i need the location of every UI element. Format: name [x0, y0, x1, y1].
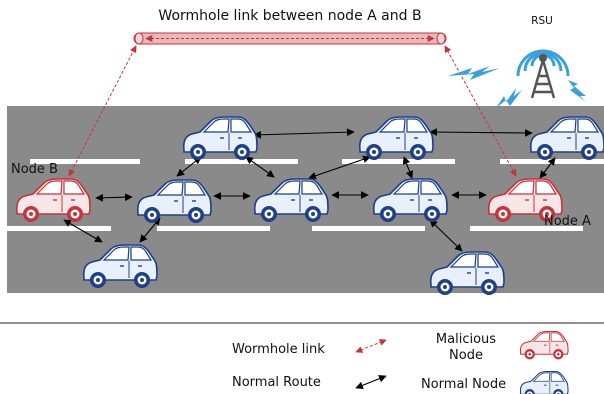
legend-route-symbol	[355, 374, 387, 390]
wormhole-tunnel	[133, 32, 447, 45]
diagram-title: Wormhole link between node A and B	[158, 8, 422, 24]
legend-malicious-car-icon	[520, 331, 569, 360]
legend-wormhole-label: Wormhole link	[232, 342, 325, 357]
legend-route-label: Normal Route	[232, 375, 321, 390]
wormhole-link-node-b	[68, 45, 137, 177]
legend-normal-car-icon	[520, 371, 569, 394]
node-a-label: Node A	[544, 214, 591, 229]
node-b-label: Node B	[11, 162, 58, 177]
lightning-signal-icon	[448, 66, 586, 108]
antenna-tower-icon	[516, 49, 570, 99]
legend-wormhole-symbol	[355, 339, 387, 353]
normal-routes	[63, 128, 556, 252]
rsu-label: RSU	[531, 15, 553, 27]
legend-malicious-label-line2: Node	[449, 348, 483, 363]
legend-normal-node-label: Normal Node	[421, 377, 507, 392]
legend-malicious-label-line1: Malicious	[435, 332, 497, 347]
